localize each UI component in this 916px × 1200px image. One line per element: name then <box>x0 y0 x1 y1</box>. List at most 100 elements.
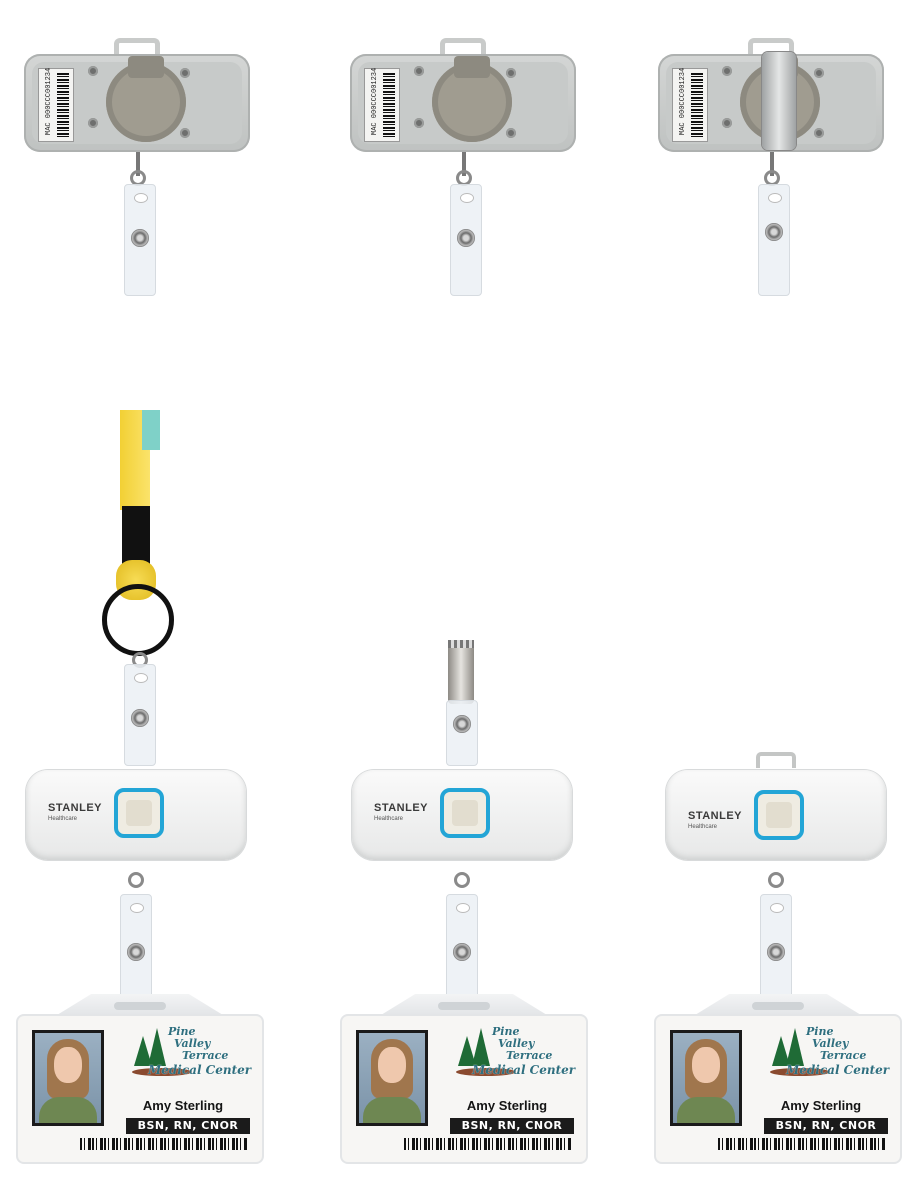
badge-strap <box>124 184 156 296</box>
card-name: Amy Sterling <box>780 1098 862 1113</box>
brand-sub: Healthcare <box>688 824 718 830</box>
screw-icon <box>88 66 98 76</box>
tree-icon <box>772 1036 790 1066</box>
logo-line3: Terrace <box>506 1049 553 1062</box>
screw-icon <box>414 66 424 76</box>
badge-strap <box>760 894 792 1002</box>
tree-icon <box>458 1036 476 1066</box>
screw-icon <box>414 118 424 128</box>
id-photo <box>356 1030 428 1126</box>
badge-strap <box>450 184 482 296</box>
card-credentials: BSN, RN, CNOR <box>450 1118 574 1134</box>
logo-line4: Medical Center <box>786 1063 890 1077</box>
screw-icon <box>180 128 190 138</box>
card-barcode <box>718 1138 886 1150</box>
hospital-logo: Pine Valley Terrace Medical Center <box>446 1024 576 1088</box>
badge-holder-3: Pine Valley Terrace Medical Center Amy S… <box>656 994 900 1164</box>
logo-line2: Valley <box>498 1037 535 1050</box>
tree-icon <box>472 1028 490 1066</box>
logo-line1: Pine <box>168 1025 196 1038</box>
logo-line3: Terrace <box>182 1049 229 1062</box>
key-ring <box>102 584 174 656</box>
tree-icon <box>786 1028 804 1066</box>
brand-logo: STANLEY <box>374 802 429 814</box>
brand-sub: Healthcare <box>48 816 78 822</box>
back-unit-3: MAC 000CCC001234 <box>658 0 888 300</box>
mac-text: MAC 000CCC001234 <box>679 67 687 135</box>
card-credentials: BSN, RN, CNOR <box>764 1118 888 1134</box>
screw-icon <box>506 68 516 78</box>
screw-icon <box>814 128 824 138</box>
id-photo <box>670 1030 742 1126</box>
device-back: MAC 000CCC001234 <box>658 52 884 152</box>
mac-label: MAC 000CCC001234 <box>364 68 400 142</box>
card-barcode <box>404 1138 572 1150</box>
card-name: Amy Sterling <box>142 1098 224 1113</box>
hospital-logo: Pine Valley Terrace Medical Center <box>122 1024 252 1088</box>
tree-icon <box>134 1036 152 1066</box>
card-name: Amy Sterling <box>466 1098 548 1113</box>
call-button[interactable] <box>754 790 804 840</box>
mac-label: MAC 000CCC001234 <box>38 68 74 142</box>
reel <box>106 56 186 142</box>
alligator-clip <box>446 640 476 712</box>
reel-cord <box>136 152 140 176</box>
reel-cord <box>462 152 466 176</box>
snap-icon <box>131 229 149 247</box>
logo-line4: Medical Center <box>148 1063 252 1077</box>
front-unit-1: STANLEY Healthcare <box>26 760 246 860</box>
snap-icon <box>765 223 783 241</box>
card-barcode <box>80 1138 248 1150</box>
split-ring <box>128 872 144 888</box>
top-loop <box>756 752 796 768</box>
back-unit-2: MAC 000CCC001234 <box>350 0 580 300</box>
badge-strap <box>120 894 152 1002</box>
device-back: MAC 000CCC001234 <box>24 54 250 152</box>
id-card: Pine Valley Terrace Medical Center Amy S… <box>342 1016 586 1162</box>
screw-icon <box>722 66 732 76</box>
lanyard <box>114 410 160 600</box>
screw-icon <box>722 118 732 128</box>
brand-logo: STANLEY <box>688 810 743 822</box>
logo-line2: Valley <box>174 1037 211 1050</box>
logo-line4: Medical Center <box>472 1063 576 1077</box>
front-unit-2: STANLEY Healthcare <box>352 760 572 860</box>
snap-icon <box>767 943 785 961</box>
badge-strap <box>446 700 478 766</box>
snap-icon <box>457 229 475 247</box>
mac-text: MAC 000CCC001234 <box>371 67 379 135</box>
screw-icon <box>180 68 190 78</box>
snap-icon <box>131 709 149 727</box>
id-card: Pine Valley Terrace Medical Center Amy S… <box>18 1016 262 1162</box>
id-photo <box>32 1030 104 1126</box>
reel-cord <box>770 152 774 176</box>
call-button[interactable] <box>440 788 490 838</box>
card-credentials: BSN, RN, CNOR <box>126 1118 250 1134</box>
mac-label: MAC 000CCC001234 <box>672 68 708 142</box>
snap-icon <box>453 715 471 733</box>
logo-line1: Pine <box>492 1025 520 1038</box>
top-loop <box>440 38 486 60</box>
logo-line3: Terrace <box>820 1049 867 1062</box>
snap-icon <box>127 943 145 961</box>
brand-logo: STANLEY <box>48 802 103 814</box>
front-unit-3: STANLEY Healthcare <box>666 752 886 860</box>
barcode <box>383 73 395 137</box>
id-card: Pine Valley Terrace Medical Center Amy S… <box>656 1016 900 1162</box>
back-unit-1: MAC 000CCC001234 <box>24 0 254 300</box>
snap-icon <box>453 943 471 961</box>
barcode <box>57 73 69 137</box>
badge-holder-2: Pine Valley Terrace Medical Center Amy S… <box>342 994 586 1164</box>
barcode <box>691 73 703 137</box>
reel <box>432 56 512 142</box>
call-button[interactable] <box>114 788 164 838</box>
top-loop <box>748 38 794 60</box>
mac-text: MAC 000CCC001234 <box>45 67 53 135</box>
badge-holder-1: Pine Valley Terrace Medical Center Amy S… <box>18 994 262 1164</box>
split-ring <box>454 872 470 888</box>
split-ring <box>768 872 784 888</box>
logo-line1: Pine <box>806 1025 834 1038</box>
top-loop <box>114 38 160 60</box>
screw-icon <box>88 118 98 128</box>
logo-line2: Valley <box>812 1037 849 1050</box>
